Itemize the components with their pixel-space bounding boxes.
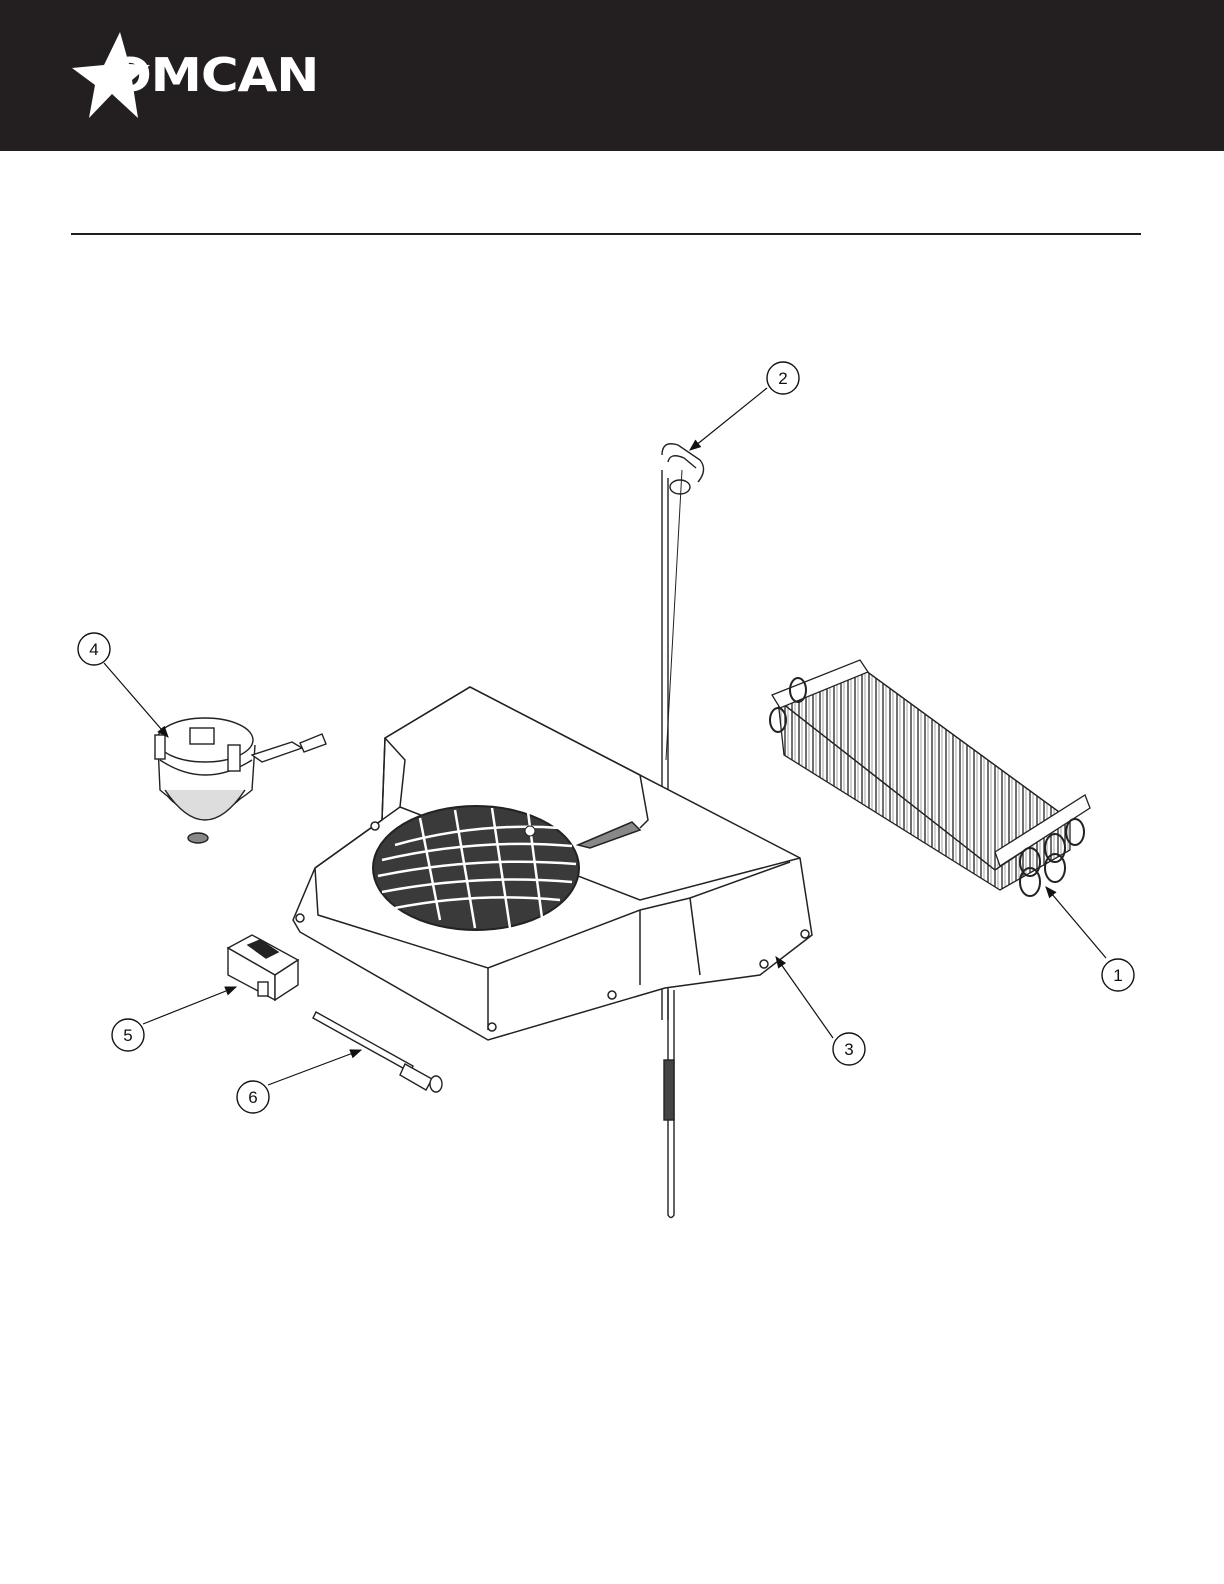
leader-line-4 [104,663,168,737]
evaporator-coil-part [770,660,1090,896]
callout-3-label: 3 [844,1040,853,1059]
callout-5: 5 [112,1019,144,1051]
callout-1-label: 1 [1113,966,1122,985]
leader-line-5 [143,987,236,1024]
callout-2: 2 [767,362,799,394]
fan-motor-part [155,718,326,843]
leader-line-3 [776,957,833,1038]
rocker-switch-part [228,935,298,1000]
leader-line-6 [268,1050,361,1085]
callout-1: 1 [1102,959,1134,991]
callout-5-label: 5 [123,1026,132,1045]
callout-2-label: 2 [778,369,787,388]
callout-6: 6 [237,1081,269,1113]
callout-4-label: 4 [89,640,98,659]
callout-6-label: 6 [248,1088,257,1107]
leader-line-2 [690,388,767,450]
leader-line-1 [1046,887,1106,958]
callout-4: 4 [78,633,110,665]
fan-grille [373,806,579,930]
callout-3: 3 [833,1033,865,1065]
temperature-probe-part [313,1012,442,1092]
